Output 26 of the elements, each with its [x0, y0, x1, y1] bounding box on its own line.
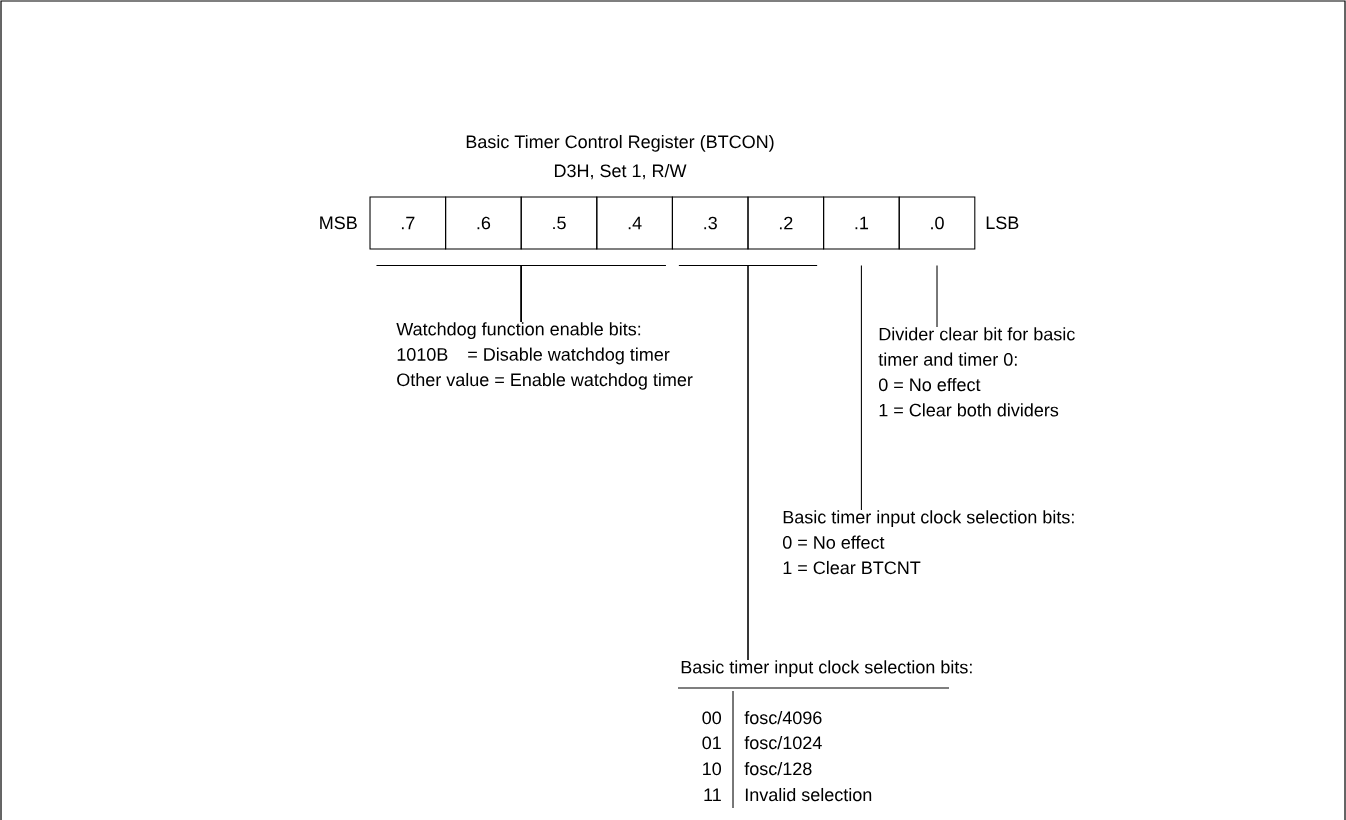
- description-text: Divider clear bit for basic timer and timer 0: 0 = No effect 1 = Clear both dividers: [878, 327, 1075, 417]
- bit-cell: .5: [520, 196, 598, 250]
- description-text: Basic timer input clock selection bits:: [681, 660, 972, 678]
- register-title: Basic Timer Control Register (BTCON): [466, 134, 774, 152]
- bit-cell: .4: [596, 196, 673, 250]
- bit-value: 00: [702, 711, 722, 725]
- leader-line: [860, 265, 862, 511]
- bit-cell: .6: [445, 196, 522, 250]
- bit-cell: .1: [823, 196, 900, 250]
- bit-cell: .7: [369, 196, 447, 250]
- bit-value: 01: [702, 736, 721, 750]
- leader-line: [936, 265, 938, 328]
- clock-source: fosc/128: [744, 761, 812, 776]
- bit-value: 10: [703, 762, 722, 776]
- clock-source: fosc/1024: [744, 735, 822, 750]
- register-address: D3H, Set 1, R/W: [555, 163, 687, 180]
- description-text: Basic timer input clock selection bits: 0 = No effect 1 = Clear BTCNT: [783, 510, 1074, 575]
- clock-source: Invalid selection: [745, 787, 872, 802]
- clock-source: fosc/4096: [744, 710, 822, 725]
- bit-cell: .2: [747, 196, 825, 250]
- description-text: Watchdog function enable bits: 1010B = Disable watchdog timer Other value = Enable watchdog timer: [396, 322, 693, 390]
- bit-value: 11: [704, 788, 721, 801]
- leader-line: [520, 265, 667, 323]
- bit-cell: .3: [671, 196, 749, 250]
- leader-line: [747, 265, 818, 661]
- bit-cell: .0: [898, 196, 976, 250]
